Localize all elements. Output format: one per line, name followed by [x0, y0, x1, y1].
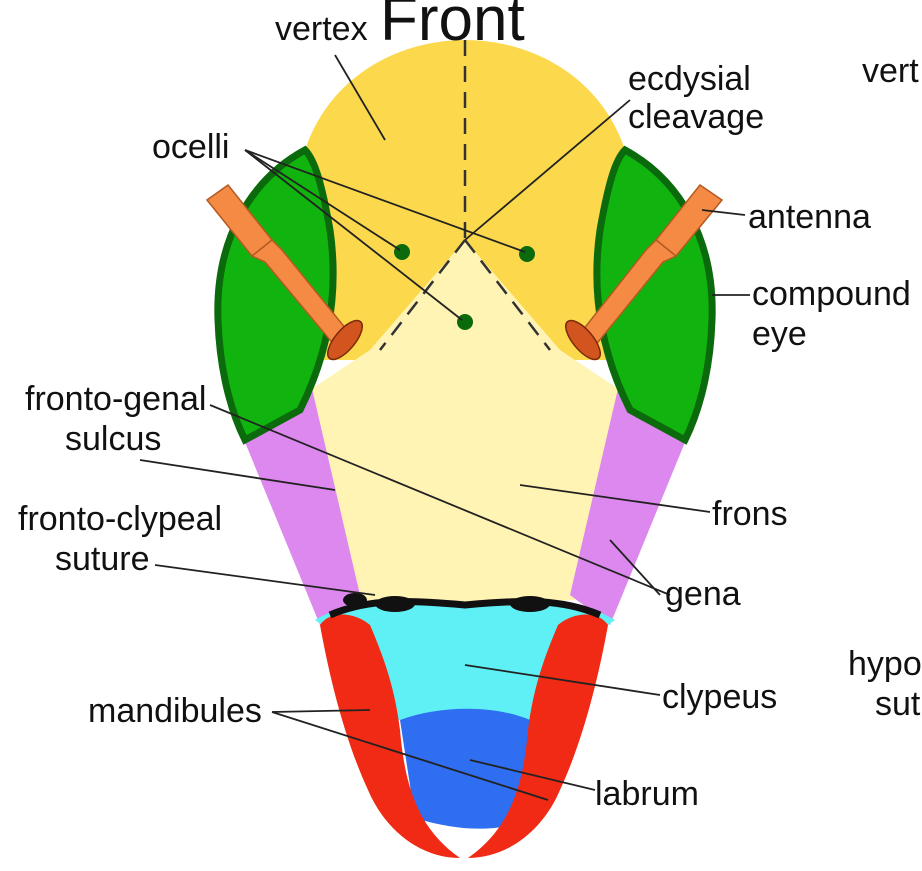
- suture-node: [375, 596, 415, 612]
- label-vertex-cut: vert: [862, 52, 919, 90]
- label-gena: gena: [665, 575, 741, 613]
- label-hypo-cut-2: sut: [875, 685, 921, 723]
- ocellus-right: [519, 246, 535, 262]
- label-ecdysial-2: cleavage: [628, 98, 764, 136]
- label-ocelli: ocelli: [152, 128, 229, 166]
- suture-node: [343, 593, 367, 607]
- label-fronto-genal-1: fronto-genal: [25, 380, 206, 418]
- label-fronto-clypeal-2: suture: [55, 540, 150, 578]
- ocellus-median: [457, 314, 473, 330]
- label-labrum: labrum: [595, 775, 699, 813]
- ocellus-left: [394, 244, 410, 260]
- diagram-title: Front: [380, 0, 525, 54]
- label-compound-1: compound: [752, 275, 911, 313]
- label-ecdysial-1: ecdysial: [628, 60, 751, 98]
- label-vertex: vertex: [275, 10, 368, 48]
- suture-node: [510, 596, 550, 612]
- label-antenna: antenna: [748, 198, 871, 236]
- label-mandibules: mandibules: [88, 692, 262, 730]
- label-clypeus: clypeus: [662, 678, 777, 716]
- label-fronto-genal-2: sulcus: [65, 420, 161, 458]
- label-fronto-clypeal-1: fronto-clypeal: [18, 500, 222, 538]
- label-frons: frons: [712, 495, 788, 533]
- label-compound-2: eye: [752, 315, 807, 353]
- label-hypo-cut-1: hypo: [848, 645, 922, 683]
